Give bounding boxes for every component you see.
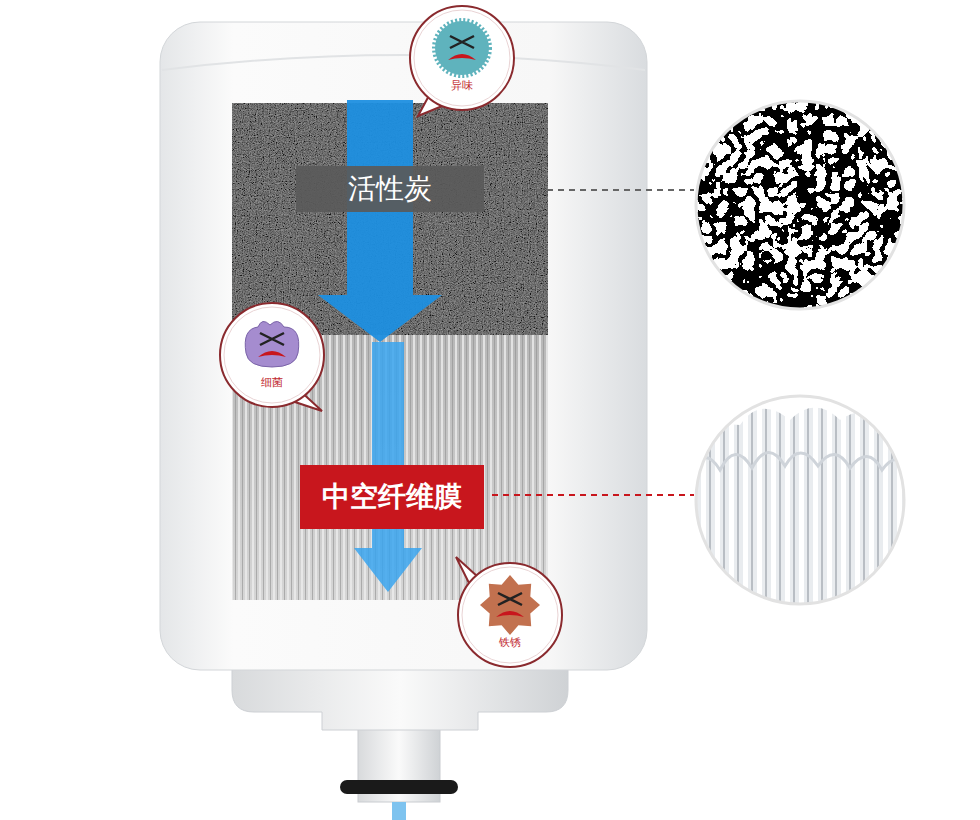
bubble-outline [212,295,332,415]
callout-bubble: 铁锈 [450,555,570,675]
fiber-zoom [690,390,910,610]
bubble-outline [402,0,522,118]
layer-label-text: 活性炭 [348,172,432,206]
cartridge-rim [162,55,645,70]
bubble-icon [480,575,540,635]
layer-label: 活性炭 [296,166,484,212]
callout-text: 铁锈 [450,637,570,649]
water-outflow [392,802,406,820]
callout-text: 细菌 [212,377,332,389]
callout-bubble: 细菌 [212,295,332,415]
layer-label-text: 中空纤维膜 [322,480,462,514]
flow-arrow-upper [318,100,442,342]
bubble-outline [450,555,570,675]
cartridge-body [160,22,647,670]
leader-line [492,189,694,191]
bubble-icon [435,21,489,75]
callout-text: 异味 [402,80,522,92]
carbon-zoom [690,95,910,315]
callout-bubble: 异味 [402,0,522,118]
o-ring [340,780,458,794]
layer-label: 中空纤维膜 [300,465,484,529]
leader-line [492,494,694,496]
bubble-icon [245,321,299,367]
